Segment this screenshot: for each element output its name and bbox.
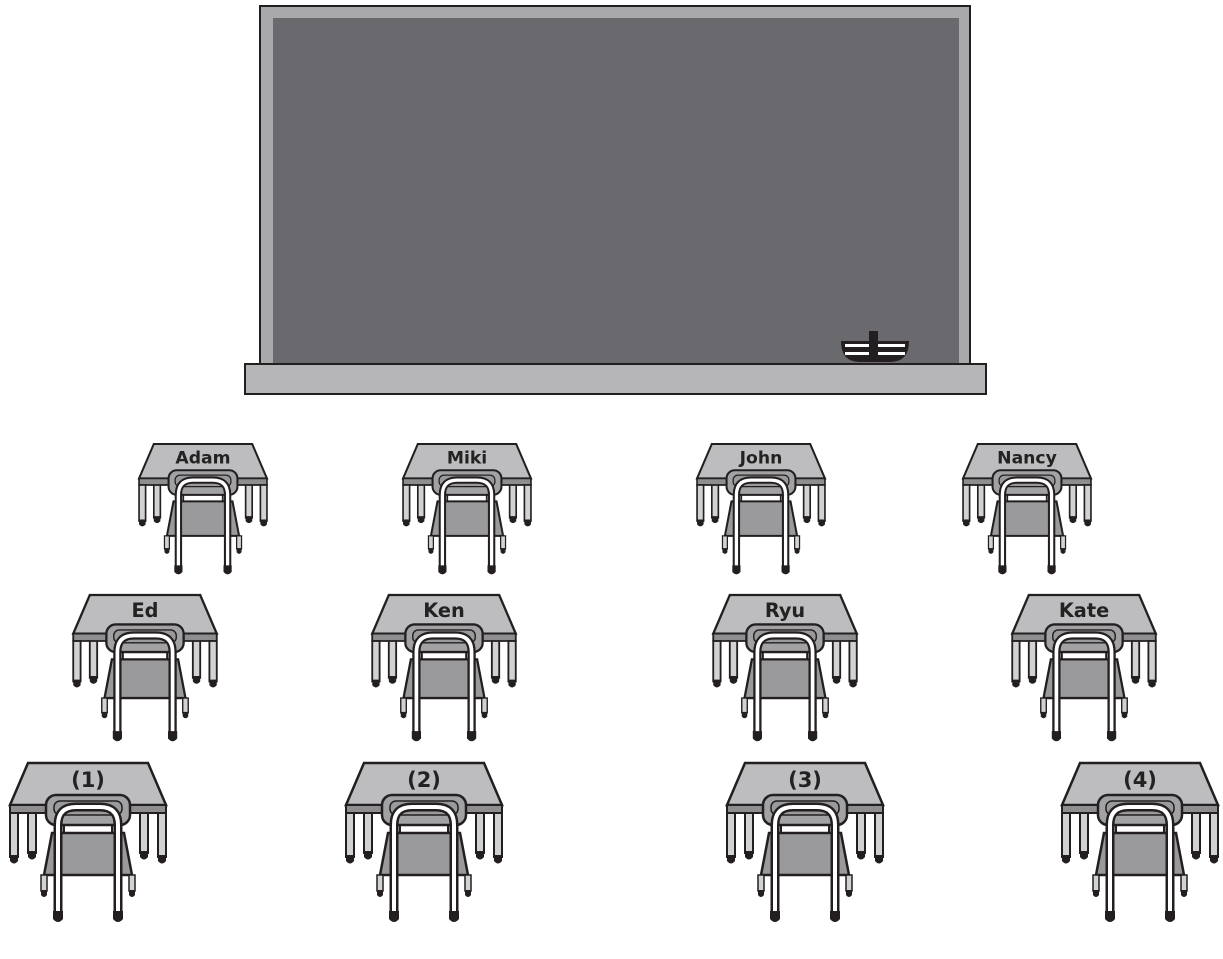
desk-label: (4) [1123, 768, 1157, 792]
chalk-ledge [244, 363, 987, 395]
desk-label: Ryu [765, 599, 805, 622]
chalk-eraser [841, 331, 909, 362]
desk-label: (2) [407, 768, 441, 792]
desk-label: Miki [447, 449, 487, 469]
desk-1-1: Adam [137, 442, 269, 575]
desk-2-2: Ken [370, 593, 518, 742]
desk-3-1: (1) [8, 761, 168, 922]
desk-label: Kate [1059, 599, 1109, 622]
desk-1-4: Nancy [961, 442, 1093, 575]
desk-label: (1) [71, 768, 105, 792]
desk-label: Ed [131, 599, 158, 622]
desk-3-2: (2) [344, 761, 504, 922]
desk-label: Ken [423, 599, 464, 622]
desk-2-3: Ryu [711, 593, 859, 742]
desk-label: Adam [175, 449, 230, 469]
desk-3-4: (4) [1060, 761, 1220, 922]
desk-label: Nancy [997, 449, 1057, 469]
blackboard-surface [273, 18, 959, 364]
blackboard [244, 5, 987, 395]
desk-label: (3) [788, 768, 822, 792]
desk-1-3: John [695, 442, 827, 575]
desk-label: John [739, 449, 783, 469]
desk-2-1: Ed [71, 593, 219, 742]
desk-3-3: (3) [725, 761, 885, 922]
desk-2-4: Kate [1010, 593, 1158, 742]
desk-1-2: Miki [401, 442, 533, 575]
